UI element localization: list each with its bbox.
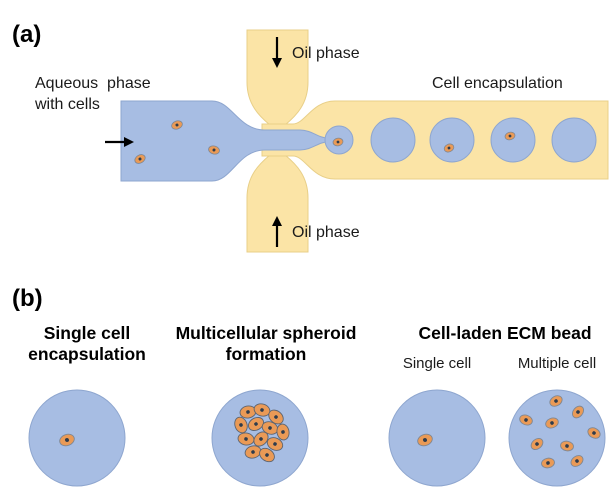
ecm-single-droplet [388, 389, 486, 487]
cell [134, 154, 146, 164]
cell-encapsulation-label: Cell encapsulation [432, 75, 563, 92]
spheroid-heading-1: Multicellular spheroid [176, 323, 357, 343]
oil-phase-bottom-label: Oil phase [292, 224, 360, 241]
droplet-2 [429, 117, 475, 163]
single-cell-heading-2: encapsulation [28, 344, 146, 364]
spheroid-cluster [234, 403, 290, 463]
arrow-up-icon [272, 216, 282, 247]
single-cell-droplet [28, 389, 126, 487]
single-cell-heading-1: Single cell [44, 323, 131, 343]
spheroid-heading-2: formation [226, 344, 307, 364]
cell [332, 137, 344, 147]
arrow-down-icon [272, 37, 282, 68]
panel-a-label: (a) [12, 21, 41, 48]
cell [417, 433, 433, 447]
droplet-4 [551, 117, 597, 163]
cell [504, 131, 516, 141]
with-cells-label: with cells [34, 96, 100, 113]
ecm-multiple-cell-label: Multiple cell [518, 355, 596, 372]
panel-b-label: (b) [12, 285, 43, 312]
oil-phase-top-label: Oil phase [292, 45, 360, 62]
multiple-cells [519, 395, 601, 469]
droplet-3 [490, 117, 536, 163]
ecm-single-cell-label: Single cell [403, 355, 471, 372]
cell [443, 143, 455, 153]
arrow-right-icon [105, 137, 134, 147]
ecm-bead-heading: Cell-laden ECM bead [418, 323, 591, 343]
cell [171, 120, 183, 130]
droplet-1 [370, 117, 416, 163]
cell [59, 433, 75, 447]
aqueous-phase-label: Aqueous phase [35, 75, 151, 92]
cell [208, 145, 220, 155]
